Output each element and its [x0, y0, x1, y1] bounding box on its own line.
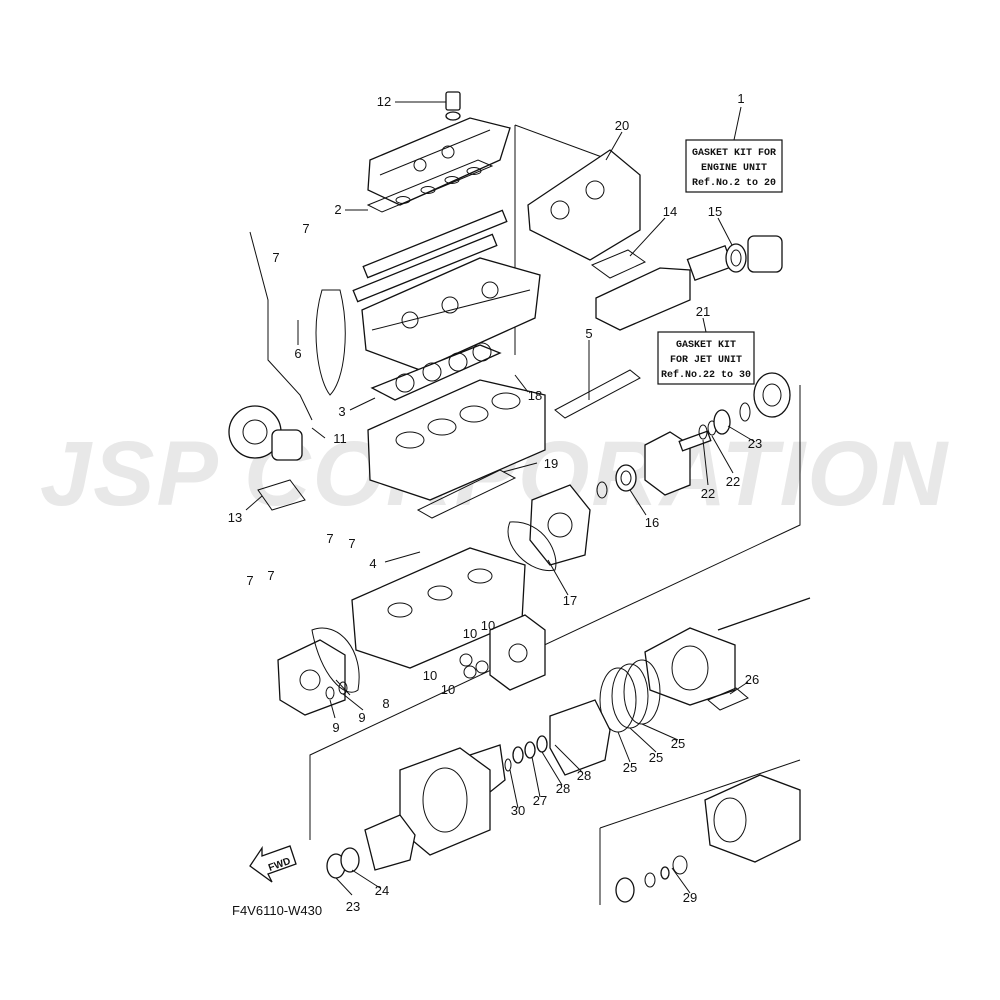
generator-cover-gasket-part [507, 521, 557, 571]
callout-25a: 25 [623, 760, 637, 775]
exhaust-elbow-part [725, 235, 783, 273]
jet-group-frame [309, 385, 801, 840]
callout-7d: 7 [348, 536, 355, 551]
callout-6: 6 [294, 346, 301, 361]
coupling-housing-part [644, 430, 712, 496]
callout-19: 19 [544, 456, 558, 471]
callout-16: 16 [645, 515, 659, 530]
gasket-kit-engine-label: GASKET KIT FOR ENGINE UNIT Ref.No.2 to 2… [685, 139, 783, 193]
callout-13: 13 [228, 510, 242, 525]
callout-28a: 28 [556, 781, 570, 796]
jet-lower-frame-top [599, 759, 801, 829]
callout-7a: 7 [302, 221, 309, 236]
oil-pan-gasket-part [554, 369, 641, 419]
figure-code: F4V6110-W430 [232, 903, 322, 918]
callout-5: 5 [585, 326, 592, 341]
callout-25b: 25 [649, 750, 663, 765]
nozzle-seals-part [615, 855, 688, 903]
callout-27: 27 [533, 793, 547, 808]
generator-cover-part [529, 484, 591, 566]
forward-direction-arrow-icon: FWD [249, 845, 297, 883]
svg-text:ENGINE UNIT: ENGINE UNIT [701, 163, 767, 174]
callout-7e: 7 [246, 573, 253, 588]
o-rings-10-part [459, 653, 489, 679]
callout-18: 18 [528, 388, 542, 403]
callout-10c: 10 [423, 668, 437, 683]
exhaust-pipe-part [595, 244, 734, 331]
callout-9a: 9 [332, 720, 339, 735]
callout-numbers: 1 2 3 4 5 6 7 7 7 7 7 7 8 9 9 10 10 10 1… [228, 91, 762, 914]
oil-filler-cap-part [445, 91, 461, 121]
cylinder-head-gasket-part [370, 342, 502, 401]
spark-plug-seal-rings [395, 167, 482, 204]
manifold-gasket-part [590, 249, 646, 279]
camshaft-part [352, 209, 508, 303]
callout-3: 3 [338, 404, 345, 419]
callout-29: 29 [683, 890, 697, 905]
callout-23a: 23 [748, 436, 762, 451]
callout-10b: 10 [463, 626, 477, 641]
callout-24: 24 [375, 883, 389, 898]
callout-8: 8 [382, 696, 389, 711]
callout-1: 1 [737, 91, 744, 106]
jet-pump-housing-part [644, 627, 736, 706]
lower-seals-part [326, 814, 416, 879]
callout-20: 20 [615, 118, 629, 133]
impeller-liner-part [549, 699, 611, 776]
head-cover-gasket-part [366, 159, 494, 213]
drive-shaft-part [717, 597, 811, 631]
turbocharger-part [228, 405, 303, 461]
callout-26: 26 [745, 672, 759, 687]
water-pump-cover-part [489, 614, 546, 691]
callout-21: 21 [696, 304, 710, 319]
cylinder-head-part [361, 257, 541, 371]
turbo-gasket-part [257, 479, 306, 511]
callout-7c: 7 [326, 531, 333, 546]
callout-23b: 23 [346, 899, 360, 914]
callout-9b: 9 [358, 710, 365, 725]
callout-2: 2 [334, 202, 341, 217]
block-gasket-part [416, 469, 517, 519]
callout-17: 17 [563, 593, 577, 608]
svg-text:GASKET KIT FOR: GASKET KIT FOR [692, 148, 776, 159]
callout-14: 14 [663, 204, 677, 219]
callout-22b: 22 [726, 474, 740, 489]
callout-12: 12 [377, 94, 391, 109]
callout-11: 11 [333, 431, 347, 446]
callout-4: 4 [369, 556, 376, 571]
exhaust-manifold-part [527, 149, 641, 261]
svg-text:GASKET KIT: GASKET KIT [676, 340, 736, 351]
callout-25c: 25 [671, 736, 685, 751]
valve-gasket-part [707, 687, 749, 711]
intake-housing-part [399, 747, 491, 856]
impeller-seals-part [504, 735, 548, 772]
timing-chain-part [315, 289, 346, 396]
gasket-kit-jet-label: GASKET KIT FOR JET UNIT Ref.No.22 to 30 [657, 331, 755, 385]
dipstick-part [249, 231, 313, 421]
leader-lines [245, 101, 756, 896]
callout-28b: 28 [577, 768, 591, 783]
callout-10a: 10 [481, 618, 495, 633]
callout-22a: 22 [701, 486, 715, 501]
oil-seal-part [596, 464, 637, 499]
callout-7b: 7 [272, 250, 279, 265]
jet-nozzle-part [704, 774, 801, 863]
bearing-seals-part [698, 402, 751, 440]
callout-30: 30 [511, 803, 525, 818]
bearing-housing-part [753, 372, 791, 418]
callout-15: 15 [708, 204, 722, 219]
callout-10d: 10 [441, 682, 455, 697]
engine-group-frame-top [514, 124, 611, 161]
callout-7f: 7 [267, 568, 274, 583]
cylinder-head-cover-part [367, 117, 511, 206]
oil-pump-part [277, 639, 346, 716]
svg-text:FOR JET UNIT: FOR JET UNIT [670, 355, 742, 366]
svg-text:Ref.No.2 to 20: Ref.No.2 to 20 [692, 177, 776, 189]
svg-text:Ref.No.22 to 30: Ref.No.22 to 30 [661, 369, 751, 381]
oil-pump-gasket-part [311, 627, 360, 693]
cylinder-block-part [367, 379, 546, 501]
